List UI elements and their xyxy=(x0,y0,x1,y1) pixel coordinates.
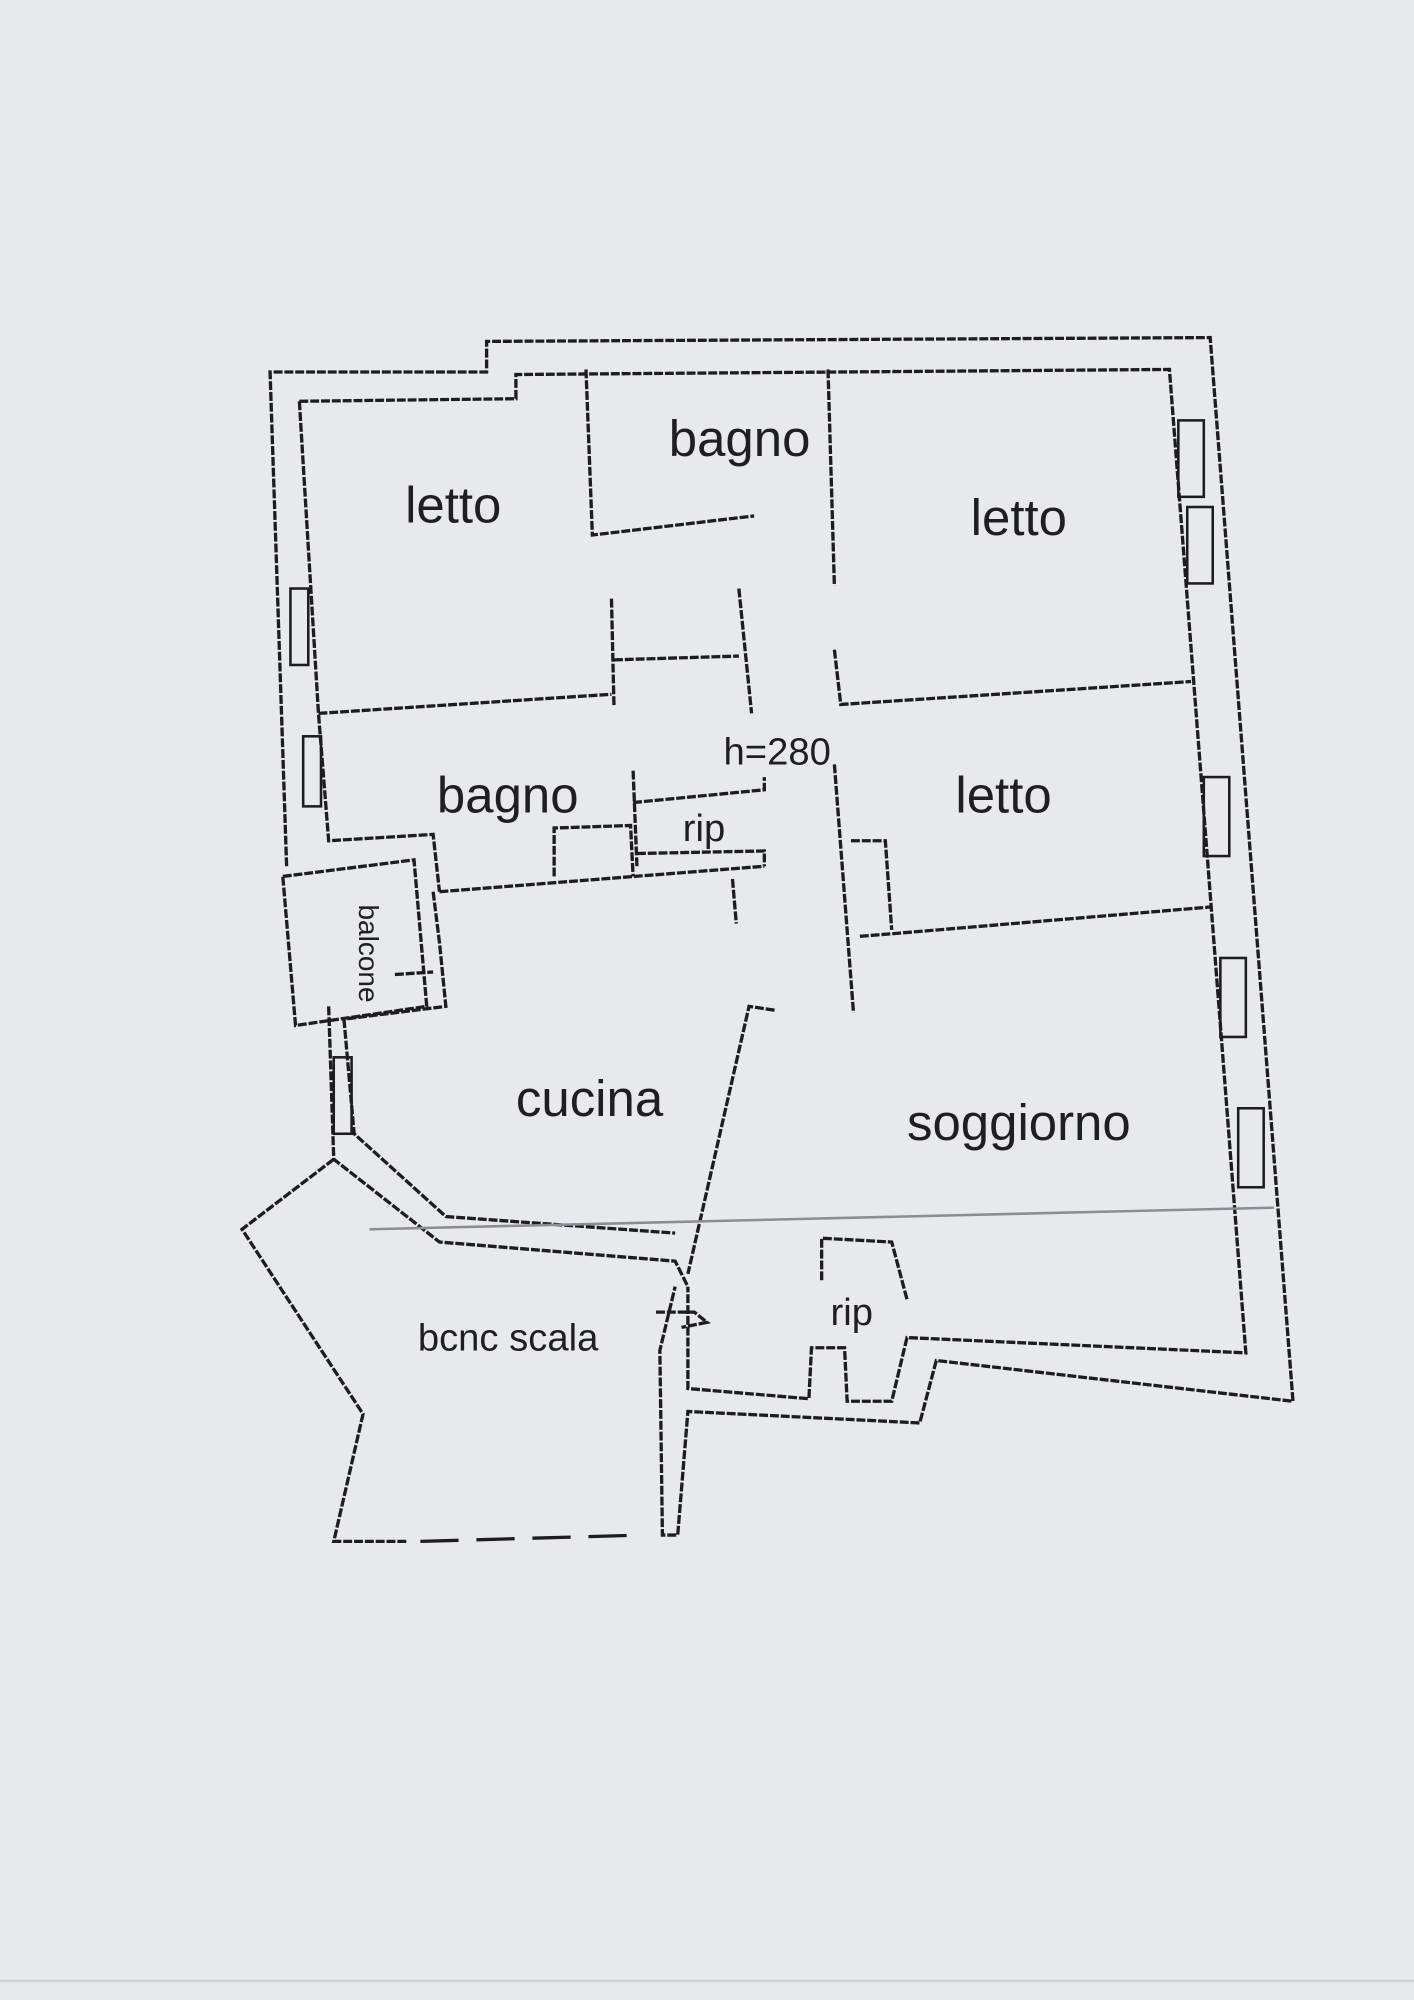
window xyxy=(1219,956,1248,1039)
room-label-rip: rip xyxy=(683,807,725,850)
wall-soggiorno-left xyxy=(832,764,856,1013)
window xyxy=(1202,775,1231,858)
entry-door xyxy=(656,1310,711,1330)
wall-letto-bagno xyxy=(318,692,612,716)
room-label-letto: letto xyxy=(405,476,501,533)
room-label-letto: letto xyxy=(971,489,1067,546)
wall-letto-soggiorno xyxy=(859,905,1211,938)
bottom-rip-outer xyxy=(819,1236,909,1300)
wall-rip-bottom xyxy=(636,849,766,867)
inner-wall xyxy=(299,367,1248,1403)
wall-corridor-c xyxy=(737,588,754,714)
room-label-balcone: balcone xyxy=(353,904,384,1002)
wall-corridor-b xyxy=(613,654,739,662)
scan-line xyxy=(369,1206,1274,1231)
room-label-cucina: cucina xyxy=(516,1070,664,1127)
window xyxy=(301,735,323,808)
wall-bagno-top-right xyxy=(826,369,837,587)
stair-dashed-edge xyxy=(420,1533,644,1544)
wall-corridor-a xyxy=(609,598,616,708)
wall-kitchen-diagonal xyxy=(686,1004,775,1275)
window xyxy=(289,587,310,667)
room-label-letto: letto xyxy=(955,767,1051,824)
ceiling-height: h=280 xyxy=(724,730,831,773)
left-wall-outer-lower xyxy=(327,1006,690,1288)
room-labels: letto bagno letto bagno h=280 rip letto … xyxy=(353,410,1130,1359)
wall-rip-top xyxy=(632,777,766,805)
window xyxy=(1177,419,1206,499)
room-label-rip: rip xyxy=(831,1291,873,1334)
balcony-wall xyxy=(281,858,429,1028)
wall-closet xyxy=(850,839,894,931)
window xyxy=(1185,505,1215,585)
window xyxy=(332,1056,353,1136)
wall-rip xyxy=(631,770,639,867)
room-label-scala: bcnc scala xyxy=(418,1316,599,1359)
wall-bagno-top-left xyxy=(584,369,755,537)
balcony-post xyxy=(343,891,448,1021)
walls xyxy=(239,335,1295,1544)
outer-wall xyxy=(268,335,1295,1537)
wall-letto-right xyxy=(832,649,1192,707)
left-wall-inner xyxy=(297,401,442,892)
wall-stub xyxy=(730,878,738,924)
room-label-bagno: bagno xyxy=(437,767,579,824)
balcony-wall xyxy=(394,970,434,977)
stair-wall xyxy=(239,1157,408,1544)
wall-kitchen-top xyxy=(439,864,765,894)
room-label-soggiorno: soggiorno xyxy=(907,1094,1131,1151)
window xyxy=(1236,1107,1265,1189)
room-label-bagno: bagno xyxy=(669,410,811,467)
wall-small-box xyxy=(552,823,635,877)
windows xyxy=(289,419,1265,1189)
